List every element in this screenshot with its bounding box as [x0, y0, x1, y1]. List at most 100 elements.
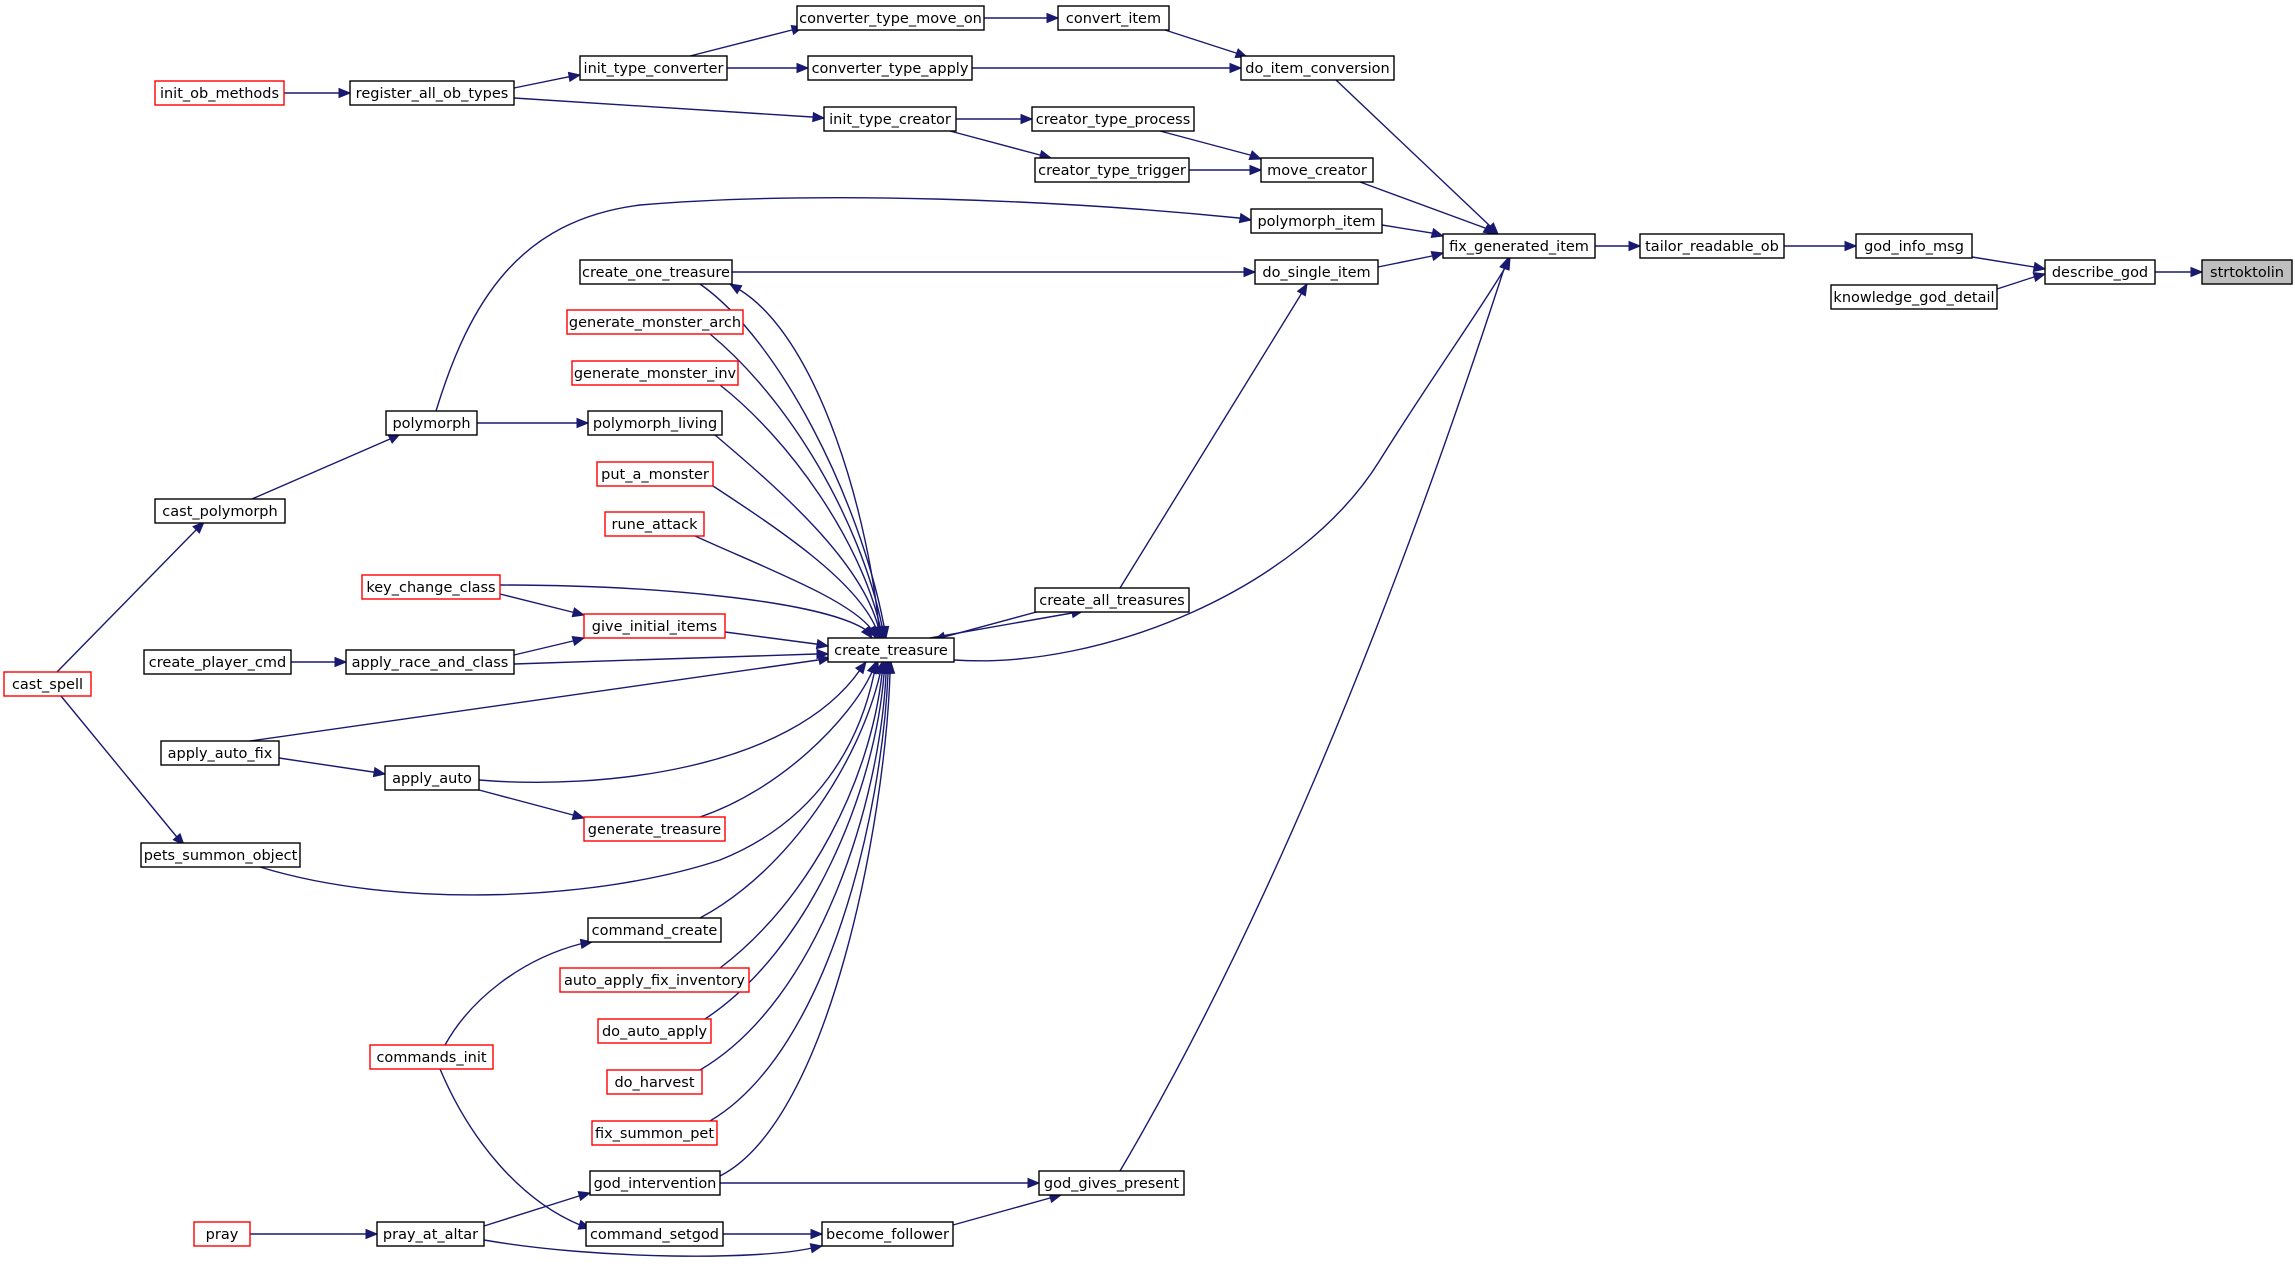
- node-god_gives_present[interactable]: god_gives_present: [1038, 1170, 1185, 1196]
- node-register_all_ob_types[interactable]: register_all_ob_types: [349, 80, 515, 106]
- edge-line: [499, 584, 873, 639]
- arrowhead: [1243, 266, 1257, 278]
- node-pets_summon_object[interactable]: pets_summon_object: [140, 842, 301, 868]
- edge-do_auto_apply-to-create_treasure: [704, 660, 890, 1020]
- edge-pray_at_altar-to-become_follower: [483, 1239, 824, 1257]
- node-box: [1260, 157, 1374, 183]
- edge-line: [1164, 29, 1248, 58]
- node-box: [2044, 259, 2156, 285]
- node-put_a_monster[interactable]: put_a_monster: [596, 461, 714, 487]
- node-label: describe_god: [2052, 265, 2148, 281]
- node-become_follower[interactable]: become_follower: [821, 1221, 954, 1247]
- node-strtoktolin: strtoktolin: [2201, 259, 2293, 285]
- node-box: [140, 842, 301, 868]
- arrowhead: [817, 654, 832, 666]
- node-god_info_msg[interactable]: god_info_msg: [1855, 233, 1973, 259]
- edge-apply_auto-to-create_treasure: [478, 660, 867, 784]
- node-box: [579, 259, 733, 285]
- node-polymorph_living[interactable]: polymorph_living: [587, 410, 723, 436]
- node-create_one_treasure[interactable]: create_one_treasure: [579, 259, 733, 285]
- arrowhead: [815, 638, 830, 650]
- edge-auto_apply_fix_inventory-to-create_treasure: [719, 660, 888, 969]
- node-cast_polymorph[interactable]: cast_polymorph: [154, 498, 286, 524]
- node-generate_monster_inv[interactable]: generate_monster_inv: [571, 360, 739, 386]
- arrowhead: [1249, 164, 1263, 176]
- node-label: key_change_class: [366, 580, 495, 596]
- node-move_creator[interactable]: move_creator: [1260, 157, 1374, 183]
- node-knowledge_god_detail[interactable]: knowledge_god_detail: [1830, 284, 1998, 310]
- node-init_type_converter[interactable]: init_type_converter: [579, 55, 728, 81]
- node-fix_generated_item[interactable]: fix_generated_item: [1442, 233, 1596, 259]
- edge-line: [949, 130, 1052, 159]
- node-create_player_cmd[interactable]: create_player_cmd: [143, 649, 292, 675]
- node-box: [585, 1221, 724, 1247]
- edge-line: [513, 97, 825, 119]
- node-pray_at_altar[interactable]: pray_at_altar: [376, 1221, 485, 1247]
- node-label: auto_apply_fix_inventory: [564, 973, 745, 989]
- edge-line: [719, 661, 885, 969]
- edge-line: [709, 661, 890, 1122]
- node-label: init_type_converter: [584, 61, 724, 77]
- node-apply_auto_fix[interactable]: apply_auto_fix: [160, 740, 280, 766]
- node-convert_item[interactable]: convert_item: [1057, 5, 1170, 31]
- node-label: god_gives_present: [1044, 1176, 1180, 1192]
- node-converter_type_apply[interactable]: converter_type_apply: [807, 55, 973, 81]
- node-do_single_item[interactable]: do_single_item: [1254, 259, 1379, 285]
- node-command_setgod[interactable]: command_setgod: [585, 1221, 724, 1247]
- node-label: converter_type_move_on: [799, 11, 982, 27]
- edge-god_info_msg-to-describe_god: [1971, 256, 2047, 273]
- node-polymorph_item[interactable]: polymorph_item: [1250, 208, 1383, 234]
- node-creator_type_trigger[interactable]: creator_type_trigger: [1034, 157, 1190, 183]
- edge-apply_auto_fix-to-create_treasure: [249, 654, 832, 742]
- node-give_initial_items[interactable]: give_initial_items: [583, 613, 726, 639]
- node-label: generate_treasure: [588, 822, 721, 838]
- edge-line: [719, 661, 892, 1177]
- node-box: [591, 1120, 718, 1146]
- node-key_change_class[interactable]: key_change_class: [361, 574, 501, 600]
- node-commands_init[interactable]: commands_init: [369, 1044, 494, 1070]
- edge-cast_spell-to-cast_polymorph: [56, 521, 205, 673]
- arrowhead: [338, 87, 352, 99]
- arrowhead: [365, 1228, 379, 1240]
- arrowhead: [728, 283, 743, 295]
- node-create_all_treasures[interactable]: create_all_treasures: [1034, 587, 1190, 613]
- node-box: [1254, 259, 1379, 285]
- node-rune_attack[interactable]: rune_attack: [604, 511, 705, 537]
- node-cast_spell[interactable]: cast_spell: [3, 671, 92, 697]
- node-label: command_setgod: [590, 1227, 719, 1243]
- edge-init_type_creator-to-creator_type_trigger: [949, 130, 1053, 161]
- node-auto_apply_fix_inventory[interactable]: auto_apply_fix_inventory: [559, 967, 750, 993]
- node-converter_type_move_on[interactable]: converter_type_move_on: [796, 5, 985, 31]
- node-init_ob_methods[interactable]: init_ob_methods: [154, 80, 285, 106]
- node-generate_monster_arch[interactable]: generate_monster_arch: [566, 309, 744, 335]
- node-fix_summon_pet[interactable]: fix_summon_pet: [591, 1120, 718, 1146]
- node-apply_auto[interactable]: apply_auto: [384, 765, 480, 791]
- arrowhead: [854, 660, 867, 675]
- edge-move_creator-to-fix_generated_item: [1359, 181, 1497, 235]
- node-do_auto_apply[interactable]: do_auto_apply: [597, 1018, 712, 1044]
- node-label: polymorph_living: [593, 416, 717, 432]
- arrowhead: [1482, 223, 1497, 235]
- edge-command_setgod-to-become_follower: [723, 1228, 824, 1240]
- node-apply_race_and_class[interactable]: apply_race_and_class: [345, 649, 515, 675]
- node-label: creator_type_trigger: [1038, 163, 1186, 179]
- node-init_type_creator[interactable]: init_type_creator: [823, 106, 957, 132]
- node-do_harvest[interactable]: do_harvest: [606, 1069, 703, 1095]
- node-command_create[interactable]: command_create: [587, 917, 722, 943]
- edge-fix_summon_pet-to-create_treasure: [709, 660, 894, 1122]
- edge-polymorph_item-to-fix_generated_item: [1381, 224, 1445, 239]
- node-tailor_readable_ob[interactable]: tailor_readable_ob: [1639, 233, 1785, 259]
- node-pray[interactable]: pray: [193, 1221, 251, 1247]
- node-creator_type_process[interactable]: creator_type_process: [1031, 106, 1195, 132]
- node-box: [384, 765, 480, 791]
- node-generate_treasure[interactable]: generate_treasure: [583, 816, 726, 842]
- arrowhead: [571, 607, 586, 618]
- node-god_intervention[interactable]: god_intervention: [589, 1170, 721, 1196]
- node-create_treasure[interactable]: create_treasure: [827, 637, 955, 663]
- edge-create_treasure-to-create_all_treasures: [929, 607, 1085, 639]
- node-label: do_item_conversion: [1245, 61, 1389, 77]
- node-box: [154, 498, 286, 524]
- node-describe_god[interactable]: describe_god: [2044, 259, 2156, 285]
- node-polymorph[interactable]: polymorph: [385, 410, 478, 436]
- node-do_item_conversion[interactable]: do_item_conversion: [1240, 55, 1395, 81]
